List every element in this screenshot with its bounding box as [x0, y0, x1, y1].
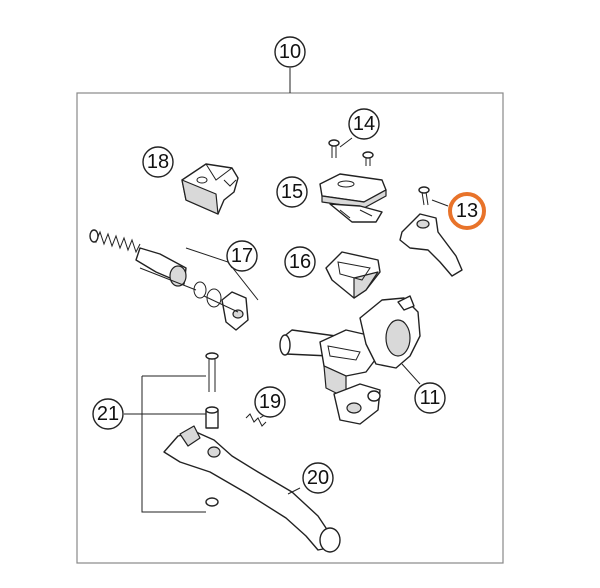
callout-20[interactable]: 20	[302, 462, 334, 494]
part-13-adjuster[interactable]	[399, 186, 463, 277]
svg-text:18: 18	[147, 151, 169, 173]
svg-text:21: 21	[97, 403, 119, 425]
callout-14-leader	[339, 137, 353, 148]
callout-14[interactable]: 14	[348, 108, 380, 140]
callout-10[interactable]: 10	[274, 36, 306, 68]
svg-text:15: 15	[281, 181, 303, 203]
callout-16[interactable]: 16	[284, 246, 316, 278]
part-20-lever[interactable]	[163, 425, 341, 553]
svg-text:11: 11	[420, 387, 441, 409]
callout-19[interactable]: 19	[254, 386, 286, 418]
part-17-piston-kit[interactable]	[89, 229, 259, 331]
svg-text:20: 20	[307, 467, 329, 489]
callout-13[interactable]: 13	[448, 192, 486, 230]
svg-text:10: 10	[279, 41, 301, 63]
callout-11[interactable]: 11	[414, 382, 446, 414]
svg-text:19: 19	[259, 391, 281, 413]
svg-text:14: 14	[353, 113, 375, 135]
callout-15[interactable]: 15	[276, 176, 308, 208]
callout-18[interactable]: 18	[142, 146, 174, 178]
svg-text:16: 16	[289, 251, 311, 273]
callout-21[interactable]: 21	[92, 398, 124, 430]
part-18-clamp[interactable]	[181, 163, 239, 215]
callout-17[interactable]: 17	[226, 240, 258, 272]
part-11-master-cylinder[interactable]	[279, 295, 421, 425]
part-16-cover[interactable]	[325, 251, 381, 299]
part-21-pivot-hardware[interactable]	[124, 352, 219, 513]
part-14-screws[interactable]	[328, 139, 374, 166]
svg-text:13: 13	[456, 200, 478, 222]
part-15-reservoir-cover[interactable]	[319, 173, 387, 223]
svg-text:17: 17	[231, 245, 253, 267]
